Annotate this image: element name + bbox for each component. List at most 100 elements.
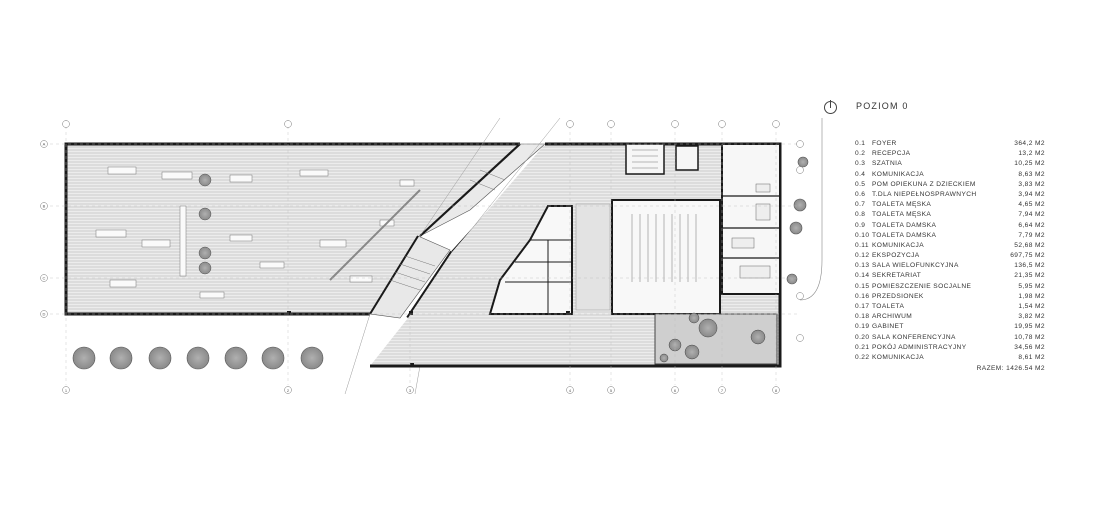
room-row: 0.6 T.DLA NIEPEŁNOSPRAWNYCH 3,94 M2 [855, 190, 1045, 200]
total-area: RAZEM: 1426.54 M2 [976, 365, 1045, 372]
room-area: 4,65 M2 [1018, 201, 1045, 209]
room-num: 0.7 [855, 201, 866, 209]
room-name: SEKRETARIAT [872, 272, 922, 280]
room-area: 7,94 M2 [1018, 211, 1045, 219]
plan-title: POZIOM 0 [856, 101, 909, 111]
grid-axis-label: 2 [287, 388, 290, 393]
room-name: TOALETA DAMSKA [872, 221, 937, 229]
site-boundary [799, 118, 823, 301]
room-name: PRZEDSIONEK [872, 292, 924, 300]
room-name: POKÓJ ADMINISTRACYJNY [872, 343, 967, 351]
room-area: 1,54 M2 [1018, 303, 1045, 310]
room-name: TOALETA MĘSKA [872, 211, 932, 219]
room-row: 0.9 TOALETA DAMSKA 6,64 M2 [855, 221, 1045, 231]
room-area: 19,95 M2 [1014, 323, 1045, 331]
room-num: 0.14 [855, 272, 870, 280]
courtyard-trees [659, 312, 766, 363]
room-area: 52,68 M2 [1014, 241, 1045, 249]
room-name: SALA KONFERENCYJNA [872, 333, 956, 341]
east-wing [287, 142, 782, 368]
room-num: 0.4 [855, 170, 866, 178]
room-area: 5,95 M2 [1018, 282, 1045, 290]
room-name: KOMUNIKACJA [872, 353, 925, 361]
elevator [675, 145, 699, 171]
room-area: 1,98 M2 [1018, 292, 1045, 300]
room-num: 0.2 [855, 150, 866, 158]
grid-axis-label: 5 [610, 388, 613, 393]
west-wing-floor [66, 144, 520, 314]
room-name: FOYER [872, 140, 897, 147]
room-name: ARCHIWUM [872, 313, 913, 321]
room-name: POMIESZCZENIE SOCJALNE [872, 282, 972, 290]
grid-axis-label: 4 [569, 388, 572, 393]
room-num: 0.12 [855, 252, 870, 260]
room-area: 3,83 M2 [1018, 180, 1045, 188]
room-area: 34,56 M2 [1014, 343, 1045, 351]
grid-axis-label: 1 [65, 388, 68, 393]
room-name: POM OPIEKUNA Z DZIECKIEM [872, 180, 976, 188]
room-num: 0.3 [855, 160, 866, 168]
grid-axis-label: 7 [721, 388, 724, 393]
west-interior-trees [198, 173, 212, 275]
room-num: 0.9 [855, 221, 866, 229]
room-num: 0.1 [855, 140, 866, 147]
room-num: 0.17 [855, 303, 870, 310]
room-row: 0.8 TOALETA MĘSKA 7,94 M2 [855, 210, 1045, 220]
north-arrow-icon [824, 100, 837, 114]
grid-axis-label: A [43, 142, 46, 147]
room-num: 0.22 [855, 353, 870, 361]
room-name: TOALETA DAMSKA [872, 231, 937, 239]
multifunction-hall [611, 199, 721, 315]
room-name: TOALETA MĘSKA [872, 201, 932, 209]
room-area: 6,64 M2 [1018, 221, 1045, 229]
room-num: 0.21 [855, 343, 870, 351]
room-area: 136,5 M2 [1014, 262, 1045, 270]
room-name: EKSPOZYCJA [872, 252, 920, 260]
room-area: 21,35 M2 [1014, 272, 1045, 280]
grid-axis-label: B [43, 204, 46, 209]
room-area: 8,61 M2 [1018, 353, 1045, 361]
room-num: 0.13 [855, 262, 870, 270]
reception-void [575, 203, 611, 311]
room-num: 0.6 [855, 190, 866, 198]
grid-bubbles [40, 120, 804, 394]
grid-axis-label: 3 [409, 388, 412, 393]
room-num: 0.16 [855, 292, 870, 300]
room-area: 364,2 M2 [1014, 140, 1045, 147]
room-num: 0.11 [855, 241, 869, 249]
grid-axis-label: D [43, 312, 46, 317]
room-area: 10,25 M2 [1014, 160, 1045, 168]
room-num: 0.10 [855, 231, 870, 239]
room-area: 10,78 M2 [1014, 333, 1045, 341]
room-name: RECEPCJA [872, 150, 911, 158]
grid-axis-label: 8 [775, 388, 778, 393]
room-name: SALA WIELOFUNKCYJNA [872, 262, 959, 270]
grid-axis-label: 6 [674, 388, 677, 393]
grid-axis-label: C [43, 276, 46, 281]
room-num: 0.18 [855, 313, 870, 321]
exhibition-stands [95, 166, 415, 299]
room-num: 0.8 [855, 211, 866, 219]
room-area: 3,94 M2 [1018, 190, 1045, 198]
room-name: KOMUNIKACJA [872, 241, 925, 249]
room-name: T.DLA NIEPEŁNOSPRAWNYCH [872, 190, 977, 198]
room-num: 0.19 [855, 323, 870, 331]
room-area: 3,82 M2 [1018, 313, 1045, 321]
room-row: 0.1 FOYER 364,2 M2 [855, 139, 1045, 149]
